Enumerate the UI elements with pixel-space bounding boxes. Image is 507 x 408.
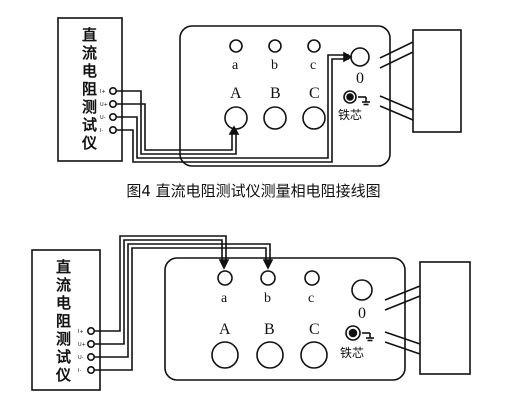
transformer-body-bottom xyxy=(419,261,471,375)
wire-I--bottom xyxy=(94,247,267,371)
tester-box-bottom xyxy=(31,249,101,391)
terminal-B-bottom xyxy=(256,341,284,369)
terminal-a-bottom xyxy=(217,270,233,286)
tester-terminal-4-bottom xyxy=(87,365,96,374)
iron-core-terminal-top xyxy=(343,90,357,104)
wire-I--top xyxy=(116,58,349,163)
tester-terminal-label-3-bottom: U- xyxy=(78,355,84,361)
wire-U+-bottom xyxy=(94,239,223,345)
tester-terminal-label-4-top: I- xyxy=(100,128,103,134)
terminal-A-top xyxy=(224,106,248,130)
tester-char-6-top: 试 xyxy=(82,116,97,134)
label-iron-core-bottom: 铁芯 xyxy=(340,346,364,360)
terminal-A-bottom xyxy=(211,341,239,369)
terminal-box-top xyxy=(179,25,391,167)
wire-I+-top xyxy=(116,90,237,155)
tester-char-5-top: 测 xyxy=(82,98,97,116)
label-b-bottom: b xyxy=(264,291,271,306)
tester-terminal-2-bottom xyxy=(87,339,96,348)
bottom-labels: 直 流 电 阻 测 试 仪 I+ U+ U- I- a b c A B C 0 … xyxy=(55,258,366,384)
tester-terminal-label-3-top: U- xyxy=(100,115,106,121)
wire-U--top xyxy=(116,54,349,159)
terminal-C-bottom xyxy=(300,341,328,369)
top-diagram xyxy=(57,17,462,167)
label-c-top: c xyxy=(310,58,316,73)
terminal-c-bottom xyxy=(304,270,320,286)
terminal-b-bottom xyxy=(260,270,276,286)
terminal-box-bottom xyxy=(164,257,406,381)
tester-char-4-top: 阻 xyxy=(82,80,97,98)
tester-char-7-bottom: 仪 xyxy=(55,366,72,384)
terminal-b-top xyxy=(268,39,282,53)
tester-terminal-label-2-top: U+ xyxy=(100,102,108,108)
wire-U+-top xyxy=(116,103,233,151)
label-b-top: b xyxy=(271,58,278,73)
tester-char-3-top: 电 xyxy=(82,62,97,80)
wire-U--bottom xyxy=(94,243,271,358)
label-iron-core-top: 铁芯 xyxy=(338,108,362,122)
label-C-top: C xyxy=(309,85,320,102)
tester-char-3-bottom: 电 xyxy=(56,294,71,312)
tester-terminal-4-top xyxy=(109,126,118,135)
tester-terminal-label-2-bottom: U+ xyxy=(78,342,86,348)
label-B-top: B xyxy=(270,85,281,102)
terminal-a-top xyxy=(229,39,243,53)
terminal-0-top xyxy=(350,47,370,67)
transformer-body-top xyxy=(412,29,462,133)
tester-terminal-1-top xyxy=(109,87,118,96)
tester-terminal-label-4-bottom: I- xyxy=(78,368,81,374)
label-0-top: 0 xyxy=(356,70,364,87)
tester-char-5-bottom: 测 xyxy=(56,330,71,348)
tester-char-2-bottom: 流 xyxy=(56,276,71,294)
figure-caption: 图4 直流电阻测试仪测量相电阻接线图 xyxy=(126,182,381,200)
label-a-top: a xyxy=(232,58,239,73)
label-0-bottom: 0 xyxy=(358,305,366,322)
label-A-top: A xyxy=(230,85,242,102)
label-a-bottom: a xyxy=(221,291,228,306)
wire-I+-bottom xyxy=(94,235,227,332)
tester-char-1-top: 直 xyxy=(82,26,97,44)
tester-char-2-top: 流 xyxy=(82,44,97,62)
tester-terminal-3-top xyxy=(109,113,118,122)
tester-char-7-top: 仪 xyxy=(81,134,98,152)
tester-char-6-bottom: 试 xyxy=(56,348,71,366)
iron-core-terminal-bottom xyxy=(345,325,361,341)
label-A-bottom: A xyxy=(219,321,231,338)
tester-char-4-bottom: 阻 xyxy=(56,312,71,330)
label-c-bottom: c xyxy=(308,291,314,306)
terminal-c-top xyxy=(307,39,321,53)
terminal-B-top xyxy=(263,106,287,130)
tester-terminal-3-bottom xyxy=(87,352,96,361)
tester-terminal-2-top xyxy=(109,100,118,109)
terminal-0-bottom xyxy=(351,279,373,301)
tester-box-top xyxy=(57,17,123,162)
tester-terminal-1-bottom xyxy=(87,326,96,335)
tester-terminal-label-1-top: I+ xyxy=(100,89,106,95)
label-B-bottom: B xyxy=(264,321,275,338)
top-labels: 直 流 电 阻 测 试 仪 I+ U+ U- I- a b c A B C 0 … xyxy=(81,26,364,152)
bottom-diagram xyxy=(31,235,471,391)
tester-char-1-bottom: 直 xyxy=(56,258,71,276)
label-C-bottom: C xyxy=(309,321,320,338)
tester-terminal-label-1-bottom: I+ xyxy=(78,329,84,335)
terminal-C-top xyxy=(302,106,326,130)
